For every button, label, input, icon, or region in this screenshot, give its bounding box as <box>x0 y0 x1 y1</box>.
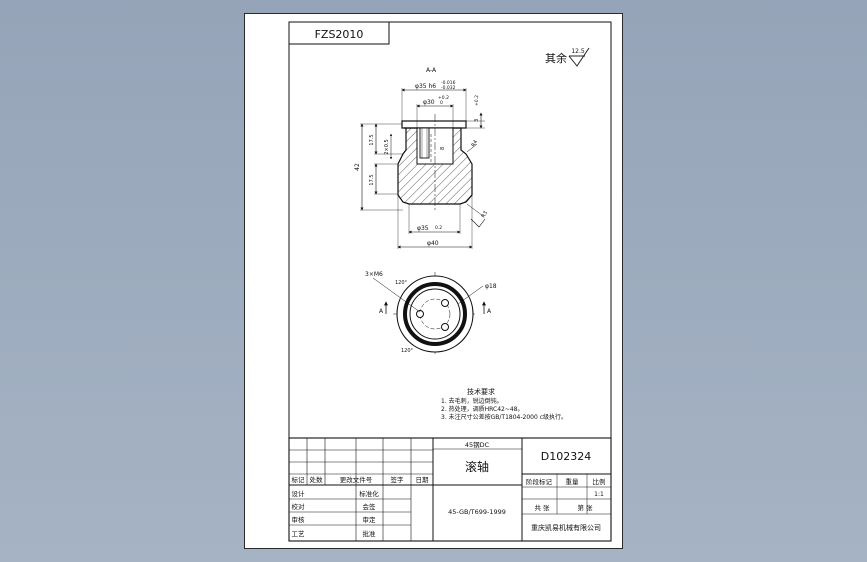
dim-top-dia-upper: -0.016 <box>441 80 456 86</box>
pitch-circle <box>419 298 451 330</box>
role-process: 工艺 <box>292 530 306 538</box>
dim-top-thickness-tol: +0.2 <box>474 95 480 106</box>
dim-inner-dia-lower: 0 <box>440 100 443 106</box>
dim-bottom-dia: φ35 <box>417 225 429 232</box>
drawing-number: D102324 <box>541 450 591 463</box>
role-approve: 批准 <box>363 529 377 538</box>
dim-top-dia-lower: -0.032 <box>441 85 456 91</box>
dim-inner-dia: φ30 <box>423 99 435 106</box>
tech-item-3: 3. 未注尺寸公差按GB/T1804-2000 c级执行。 <box>441 413 567 421</box>
hole-3 <box>441 323 449 331</box>
rev-header-doc: 更改文件号 <box>340 475 373 484</box>
rev-header-mark: 标记 <box>292 475 306 484</box>
dim-radius-side: R4 <box>471 139 480 148</box>
section-a-left: A <box>379 308 384 315</box>
material-standard: 45-GB/T699-1999 <box>448 508 506 516</box>
section-a-right: A <box>487 308 492 315</box>
part-name: 滚轴 <box>465 459 489 474</box>
role-approve-final: 审定 <box>363 515 377 524</box>
top-view <box>393 272 477 356</box>
code-box <box>288 21 390 45</box>
threaded-hole <box>419 127 430 159</box>
role-standard: 标准化 <box>359 489 379 498</box>
dim-top-dia: φ35 h6 <box>415 83 436 90</box>
section-label: A-A <box>426 67 437 74</box>
engineering-drawing: FZS2010 其余 12.5 A-A φ35 h6 -0.016 -0.032… <box>288 21 612 542</box>
drawing-code: FZS2010 <box>315 28 364 41</box>
sheet-total: 共 张 <box>534 503 550 512</box>
roughness-mark-icon <box>470 218 486 228</box>
dim-inner-dia-upper: +0.2 <box>438 95 449 101</box>
angle-top: 120° <box>395 280 408 286</box>
info-stage: 阶段标记 <box>526 477 553 486</box>
dim-radius-bottom: R3 <box>481 210 490 219</box>
dim-height-upper: 17.5 <box>369 134 375 145</box>
dim-bottom-dia-tol: 0.2 <box>435 225 442 231</box>
dim-chamfer: 2×0.5 <box>384 139 390 154</box>
rev-header-count: 处数 <box>310 475 324 484</box>
rev-header-sign: 签字 <box>391 475 405 484</box>
flange-lip <box>401 120 467 129</box>
role-design: 设计 <box>292 489 306 498</box>
roughness-label: 其余 <box>545 51 567 65</box>
tech-title: 技术要求 <box>467 387 495 396</box>
scale-value: 1:1 <box>594 491 604 498</box>
front-section-view <box>397 114 473 212</box>
roughness-symbol-icon <box>568 47 590 67</box>
material-top: 45钢DC <box>465 441 490 449</box>
company-name: 重庆凯易机械有限公司 <box>531 523 601 532</box>
dim-inner-mark: 8 <box>440 147 446 150</box>
dim-height-lower: 17.5 <box>369 174 375 185</box>
info-weight: 重量 <box>566 478 580 486</box>
drawing-sheet: FZS2010 其余 12.5 A-A φ35 h6 -0.016 -0.032… <box>244 13 623 549</box>
role-countersign: 会签 <box>363 502 377 511</box>
hole-2 <box>416 310 424 318</box>
flange-ring <box>403 282 467 346</box>
sheet-number: 第 张 <box>577 503 593 512</box>
angle-bottom: 120° <box>401 348 414 354</box>
role-review: 审核 <box>292 515 306 524</box>
hole-label: 3×M6 <box>365 271 383 278</box>
tech-item-1: 1. 去毛刺，锐边倒钝。 <box>441 397 503 405</box>
info-scale: 比例 <box>593 477 606 486</box>
dim-outer-dia: φ40 <box>427 240 439 247</box>
rev-header-date: 日期 <box>416 476 430 484</box>
role-check: 校对 <box>292 502 306 511</box>
roughness-value: 12.5 <box>571 48 585 55</box>
dim-height-total: 42 <box>354 163 361 171</box>
hole-1 <box>441 299 449 307</box>
top-view-dia: φ18 <box>485 283 497 290</box>
dim-top-thickness: 3 <box>474 119 480 122</box>
title-block <box>288 437 612 542</box>
tech-item-2: 2. 热处理，调质HRC42~48。 <box>441 405 524 413</box>
